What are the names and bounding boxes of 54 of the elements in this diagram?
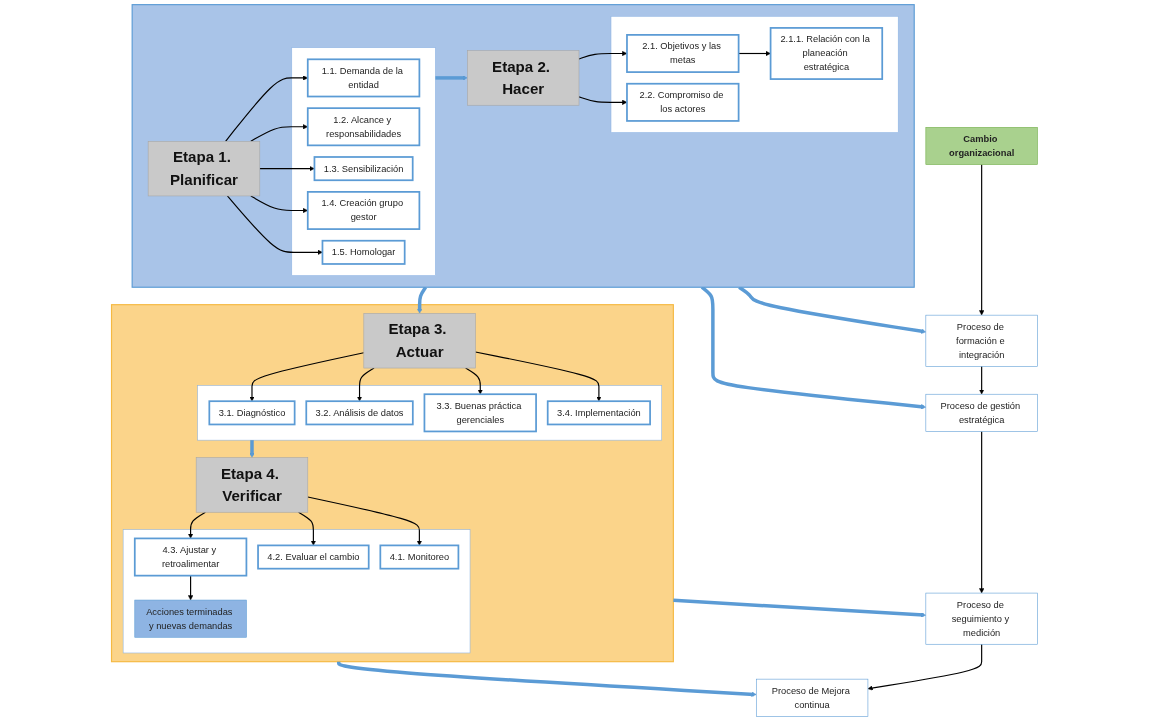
arrow (673, 598, 927, 618)
node-box: 3.2. Análisis de datos (305, 400, 414, 426)
node-box: Acciones terminadas y nuevas demandas (134, 599, 247, 638)
cluster (291, 47, 436, 276)
node-box: 1.2. Alcance y responsabilidades (306, 107, 421, 147)
arrow (474, 351, 602, 402)
arrow (188, 575, 194, 601)
node-box: 3.1. Diagnóstico (208, 400, 296, 426)
node-box: Etapa 2. Hacer (467, 50, 580, 106)
node-box: Etapa 4. Verificar (195, 457, 309, 513)
arrow (979, 430, 985, 594)
node-box: 4.2. Evaluar el cambio (257, 544, 370, 570)
arrow (307, 496, 422, 546)
node-box: 2.2. Compromiso de los actores (626, 82, 740, 122)
arrow (465, 367, 483, 395)
node-box: 1.1. Demanda de la entidad (306, 58, 421, 98)
node-box: Proceso de gestión estratégica (925, 393, 1038, 432)
cluster (610, 16, 899, 133)
node-box: Proceso de formación e integración (925, 314, 1038, 367)
arrow (250, 195, 308, 214)
node-box: Cambio organizacional (925, 127, 1038, 165)
node-box: Proceso de Mejora continua (756, 678, 869, 717)
node-box: 1.3. Sensibilización (313, 156, 414, 182)
node-box: 4.3. Ajustar y retroalimentar (133, 537, 248, 577)
arrow (979, 163, 985, 316)
arrow (250, 124, 308, 142)
node-box: Proceso de seguimiento y medición (925, 592, 1038, 645)
arrow (225, 75, 308, 142)
cluster (122, 529, 471, 654)
node-box: Etapa 1. Planificar (147, 141, 261, 197)
arrow (417, 286, 428, 314)
node-box: Etapa 3. Actuar (363, 313, 476, 369)
node-box: 1.5. Homologar (321, 239, 406, 265)
node-box: 4.1. Monitoreo (379, 544, 460, 570)
arrow (357, 367, 375, 402)
arrow (249, 439, 255, 458)
arrow (249, 352, 365, 402)
arrow (738, 50, 771, 57)
node-box: 2.1. Objetivos y las metas (626, 34, 740, 73)
arrow (259, 166, 315, 172)
arrow (867, 643, 983, 691)
node-box: 3.4. Implementación (546, 400, 651, 426)
arrow (979, 365, 985, 395)
node-box: 1.4. Creación grupo gestor (306, 191, 421, 230)
node-box: 3.3. Buenas práctica gerenciales (423, 393, 537, 433)
arrow (336, 660, 757, 697)
arrow (435, 75, 468, 81)
cluster (110, 304, 674, 663)
arrow (226, 195, 323, 255)
arrow (188, 511, 207, 539)
arrow (297, 511, 316, 546)
cluster (131, 4, 915, 288)
cluster (197, 385, 662, 441)
node-box: 2.1.1. Relación con la planeación estratégica (769, 27, 884, 80)
